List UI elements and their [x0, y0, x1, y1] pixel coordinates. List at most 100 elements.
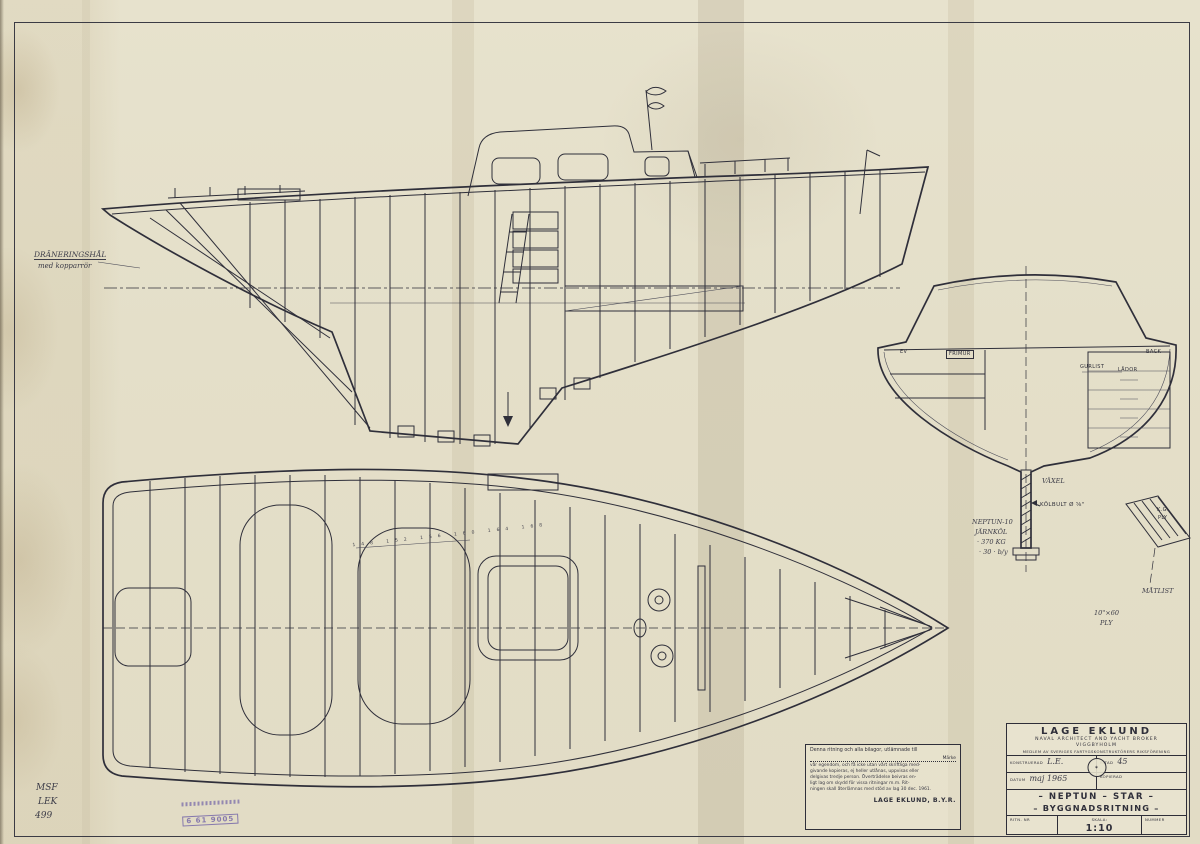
berth-box: [565, 286, 743, 311]
drawer-stack: [1088, 352, 1170, 448]
stem-deadwood-lines: [150, 203, 370, 428]
keel-note-line1: NEPTUN-10: [972, 518, 1013, 526]
cockpit-seat-starboard: [358, 528, 470, 724]
scale-label: SKALA:: [1091, 817, 1108, 822]
keel-note-line3: · 370 KG: [977, 538, 1006, 546]
field-datum-value: maj 1965: [1029, 774, 1068, 783]
bow-breasthook-lines: [845, 598, 932, 658]
aft-cabin-edge: [688, 151, 695, 177]
keel-note-line4: · 30 · b/y: [979, 548, 1008, 556]
cabin-window: [645, 157, 669, 176]
stern-flagstaff: [860, 150, 880, 214]
mast-step-oval: [634, 619, 646, 637]
notes-heading: Denna ritning och alla bilagor, utlämnad…: [810, 748, 918, 753]
bulkhead-plan: [698, 566, 705, 690]
scale-cell: SKALA: 1:10: [1058, 816, 1142, 835]
field-ritad: RITAD 45: [1096, 756, 1186, 772]
plan-view-drawing: [103, 469, 948, 786]
section-label-frimur: FRIMUR: [946, 350, 974, 359]
scan-edge: [0, 0, 4, 844]
masthead-pennant: [646, 87, 666, 150]
hull-profile-outline: [103, 167, 928, 444]
side-elevation-drawing: [98, 87, 928, 446]
notes-marke-label: Märke: [942, 755, 956, 761]
field-datum-label: DATUM: [1010, 777, 1026, 782]
margin-note-lek: LEK: [38, 797, 58, 807]
deck-skylight: [488, 474, 558, 490]
port-lockers: [890, 350, 985, 430]
margin-note-msf: MSF: [36, 783, 58, 793]
title-block-bottom-row: RITN. NR SKALA: 1:10 NUMMER: [1007, 815, 1186, 835]
deck-fitting-circle: [651, 645, 673, 667]
field-kopierad-label: KOPIERAD: [1100, 774, 1123, 779]
notes-body-line: ligt lag om skydd för vissa ritningar m.…: [810, 780, 910, 786]
deck-fitting-circle: [658, 652, 666, 660]
section-label-lador: LÅDOR: [1118, 367, 1138, 373]
bow-pulpit: [168, 185, 305, 198]
company-membership: MEDLEM AV SVERIGES FARTYGSKONSTRUKTÖRERS…: [1022, 749, 1171, 754]
scale-value: 1:10: [1085, 823, 1114, 834]
ritningsnr-label: RITN. NR: [1007, 816, 1058, 835]
margin-note-number: 499: [35, 811, 53, 821]
nummer-label: NUMMER: [1145, 817, 1165, 822]
station-tick-line: [356, 540, 470, 548]
field-konstruerad-label: KONSTRUERAD: [1010, 760, 1044, 765]
notes-body-line: ningen skall återlämnas med stöd av lag …: [810, 786, 932, 792]
stamp-number: 6 61 9005: [182, 813, 239, 827]
section-label-back: BACK: [1146, 349, 1162, 355]
section-label-ev: EV: [900, 349, 908, 355]
field-datum: DATUM maj 1965: [1007, 773, 1096, 789]
company-profession: NAVAL ARCHITECT AND YACHT BROKER: [1035, 737, 1158, 742]
stern-cockpit-well: [115, 588, 191, 666]
cabin-window: [558, 154, 608, 180]
label-ply-size: 10"×60: [1094, 609, 1119, 617]
field-kopierad: KOPIERAD: [1096, 773, 1186, 789]
label-matlist: MÅTLIST: [1142, 587, 1174, 595]
keel-bolt: [1013, 470, 1039, 560]
section-deck-line: [884, 346, 1170, 350]
section-label-kolbult: KÖLBULT Ø ⅝": [1040, 502, 1085, 508]
cabin-window: [492, 158, 540, 184]
section-label-vaxel: VÄXEL: [1042, 477, 1065, 485]
galley-drawers: [513, 212, 558, 283]
field-konstruerad-value: L.E.: [1047, 757, 1064, 766]
plan-frames: [150, 475, 885, 777]
cockpit-seat-port: [240, 505, 332, 735]
section-inner-left: [884, 352, 1008, 460]
plan-hull-outline: [103, 469, 948, 786]
field-ritad-label: RITAD: [1100, 760, 1114, 765]
label-kg: K.G.: [1157, 507, 1169, 513]
cabin-trunk-plan: [478, 556, 578, 660]
kolbult-leader: [1031, 500, 1040, 506]
covering-board-line: [112, 172, 925, 214]
plan-inner-outline: [113, 480, 932, 776]
section-hull-outline: [878, 275, 1176, 548]
notes-body-line: givande kopieras, ej heller utlånas, upp…: [810, 768, 919, 774]
field-ritad-value: 45: [1117, 757, 1128, 766]
companionway-ladder: [499, 214, 529, 303]
boat-name-title: – NEPTUN – STAR –: [1007, 789, 1186, 803]
cabin-coachroof: [468, 126, 697, 196]
drainage-note-line2: med kopparrör: [38, 262, 92, 270]
cabin-hatch-plan: [488, 566, 568, 650]
drainage-note-line1: DRÄNERINGSHÅL: [34, 250, 107, 260]
notes-body-line: vår egendom, och få icke utan vårt skrif…: [810, 762, 921, 768]
maker-seal-icon: ✶: [1087, 758, 1106, 777]
label-ply-word: PLY: [1100, 619, 1113, 627]
notes-signature: LAGE EKLUND, B.Y.R.: [873, 796, 956, 804]
side-view-frames: [250, 169, 880, 444]
company-name: LAGE EKLUND: [1040, 726, 1153, 737]
down-arrow: [503, 392, 513, 427]
label-kg-ply: PLY: [1158, 515, 1168, 521]
deck-fitting-circle: [655, 596, 663, 604]
field-konstruerad: KONSTRUERAD L.E.: [1007, 756, 1096, 772]
title-block: LAGE EKLUND NAVAL ARCHITECT AND YACHT BR…: [1006, 723, 1187, 835]
fields-row-1: ✶ KONSTRUERAD L.E. RITAD 45: [1007, 755, 1186, 777]
keel-note-line2: JÄRNKÖL: [975, 528, 1008, 536]
cabin-inner-line: [938, 280, 1112, 290]
drawing-type-title: – BYGGNADSRITNING –: [1033, 803, 1160, 813]
archive-stamp: 6 61 9005: [181, 799, 240, 827]
cross-section-drawing: [878, 266, 1190, 584]
